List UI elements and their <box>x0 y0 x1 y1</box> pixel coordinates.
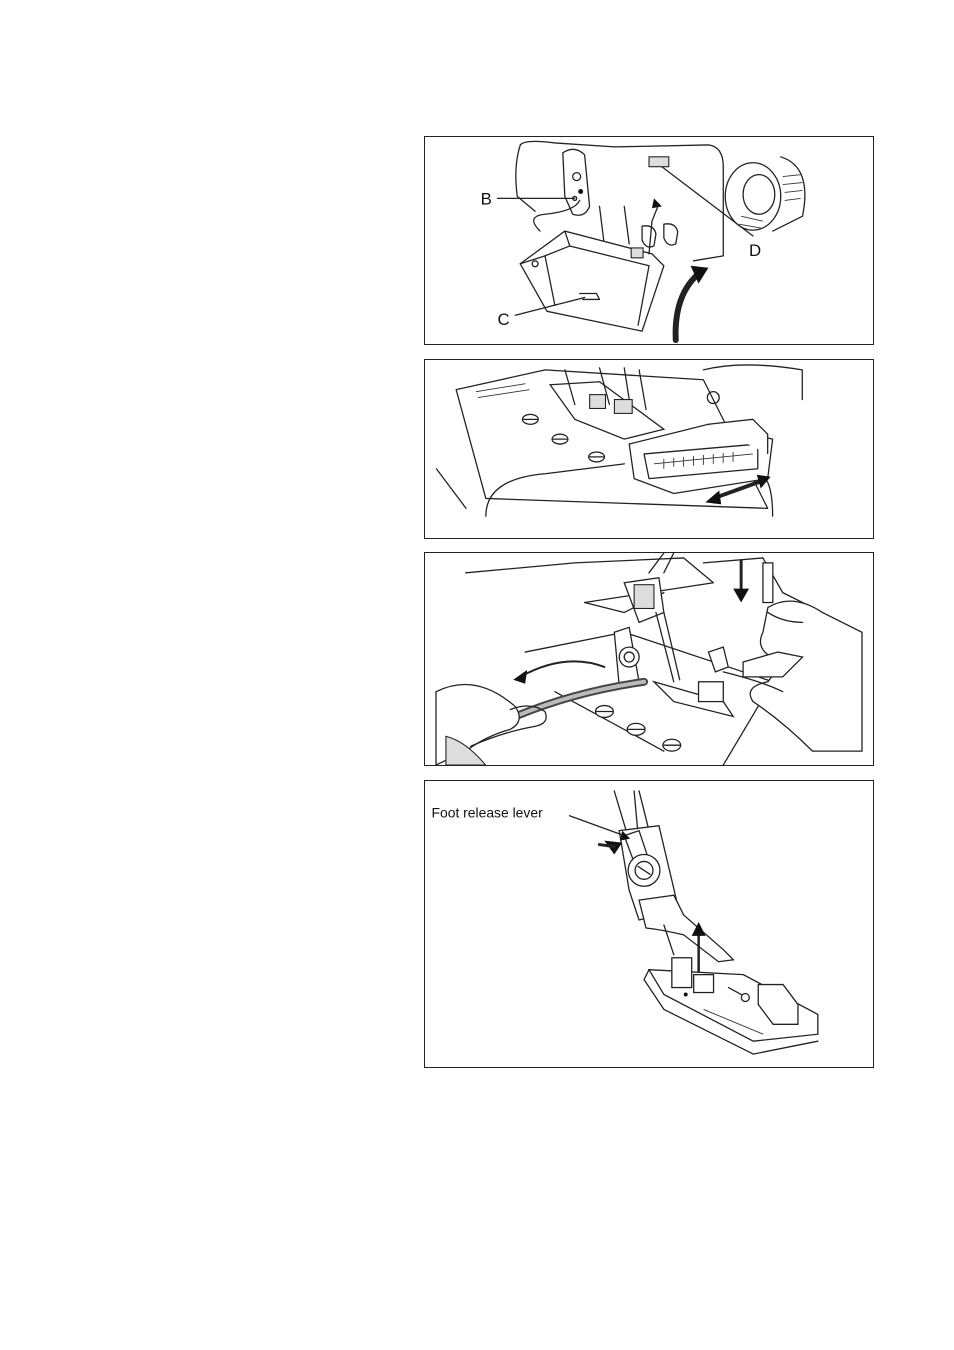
label-c: C <box>497 310 509 329</box>
waste-tray-illustration: B C D <box>425 137 873 344</box>
label-foot-release-lever: Foot release lever <box>432 805 544 821</box>
sewing-hands-illustration <box>425 553 873 765</box>
figure-sewing-hands <box>424 552 874 766</box>
figure-seam-guide <box>424 359 874 539</box>
seam-guide-illustration <box>425 360 873 538</box>
label-d: D <box>749 241 761 260</box>
label-b: B <box>481 189 492 208</box>
foot-release-illustration: Foot release lever <box>425 781 873 1067</box>
figure-waste-tray: B C D <box>424 136 874 345</box>
figure-foot-release-lever: Foot release lever <box>424 780 874 1068</box>
